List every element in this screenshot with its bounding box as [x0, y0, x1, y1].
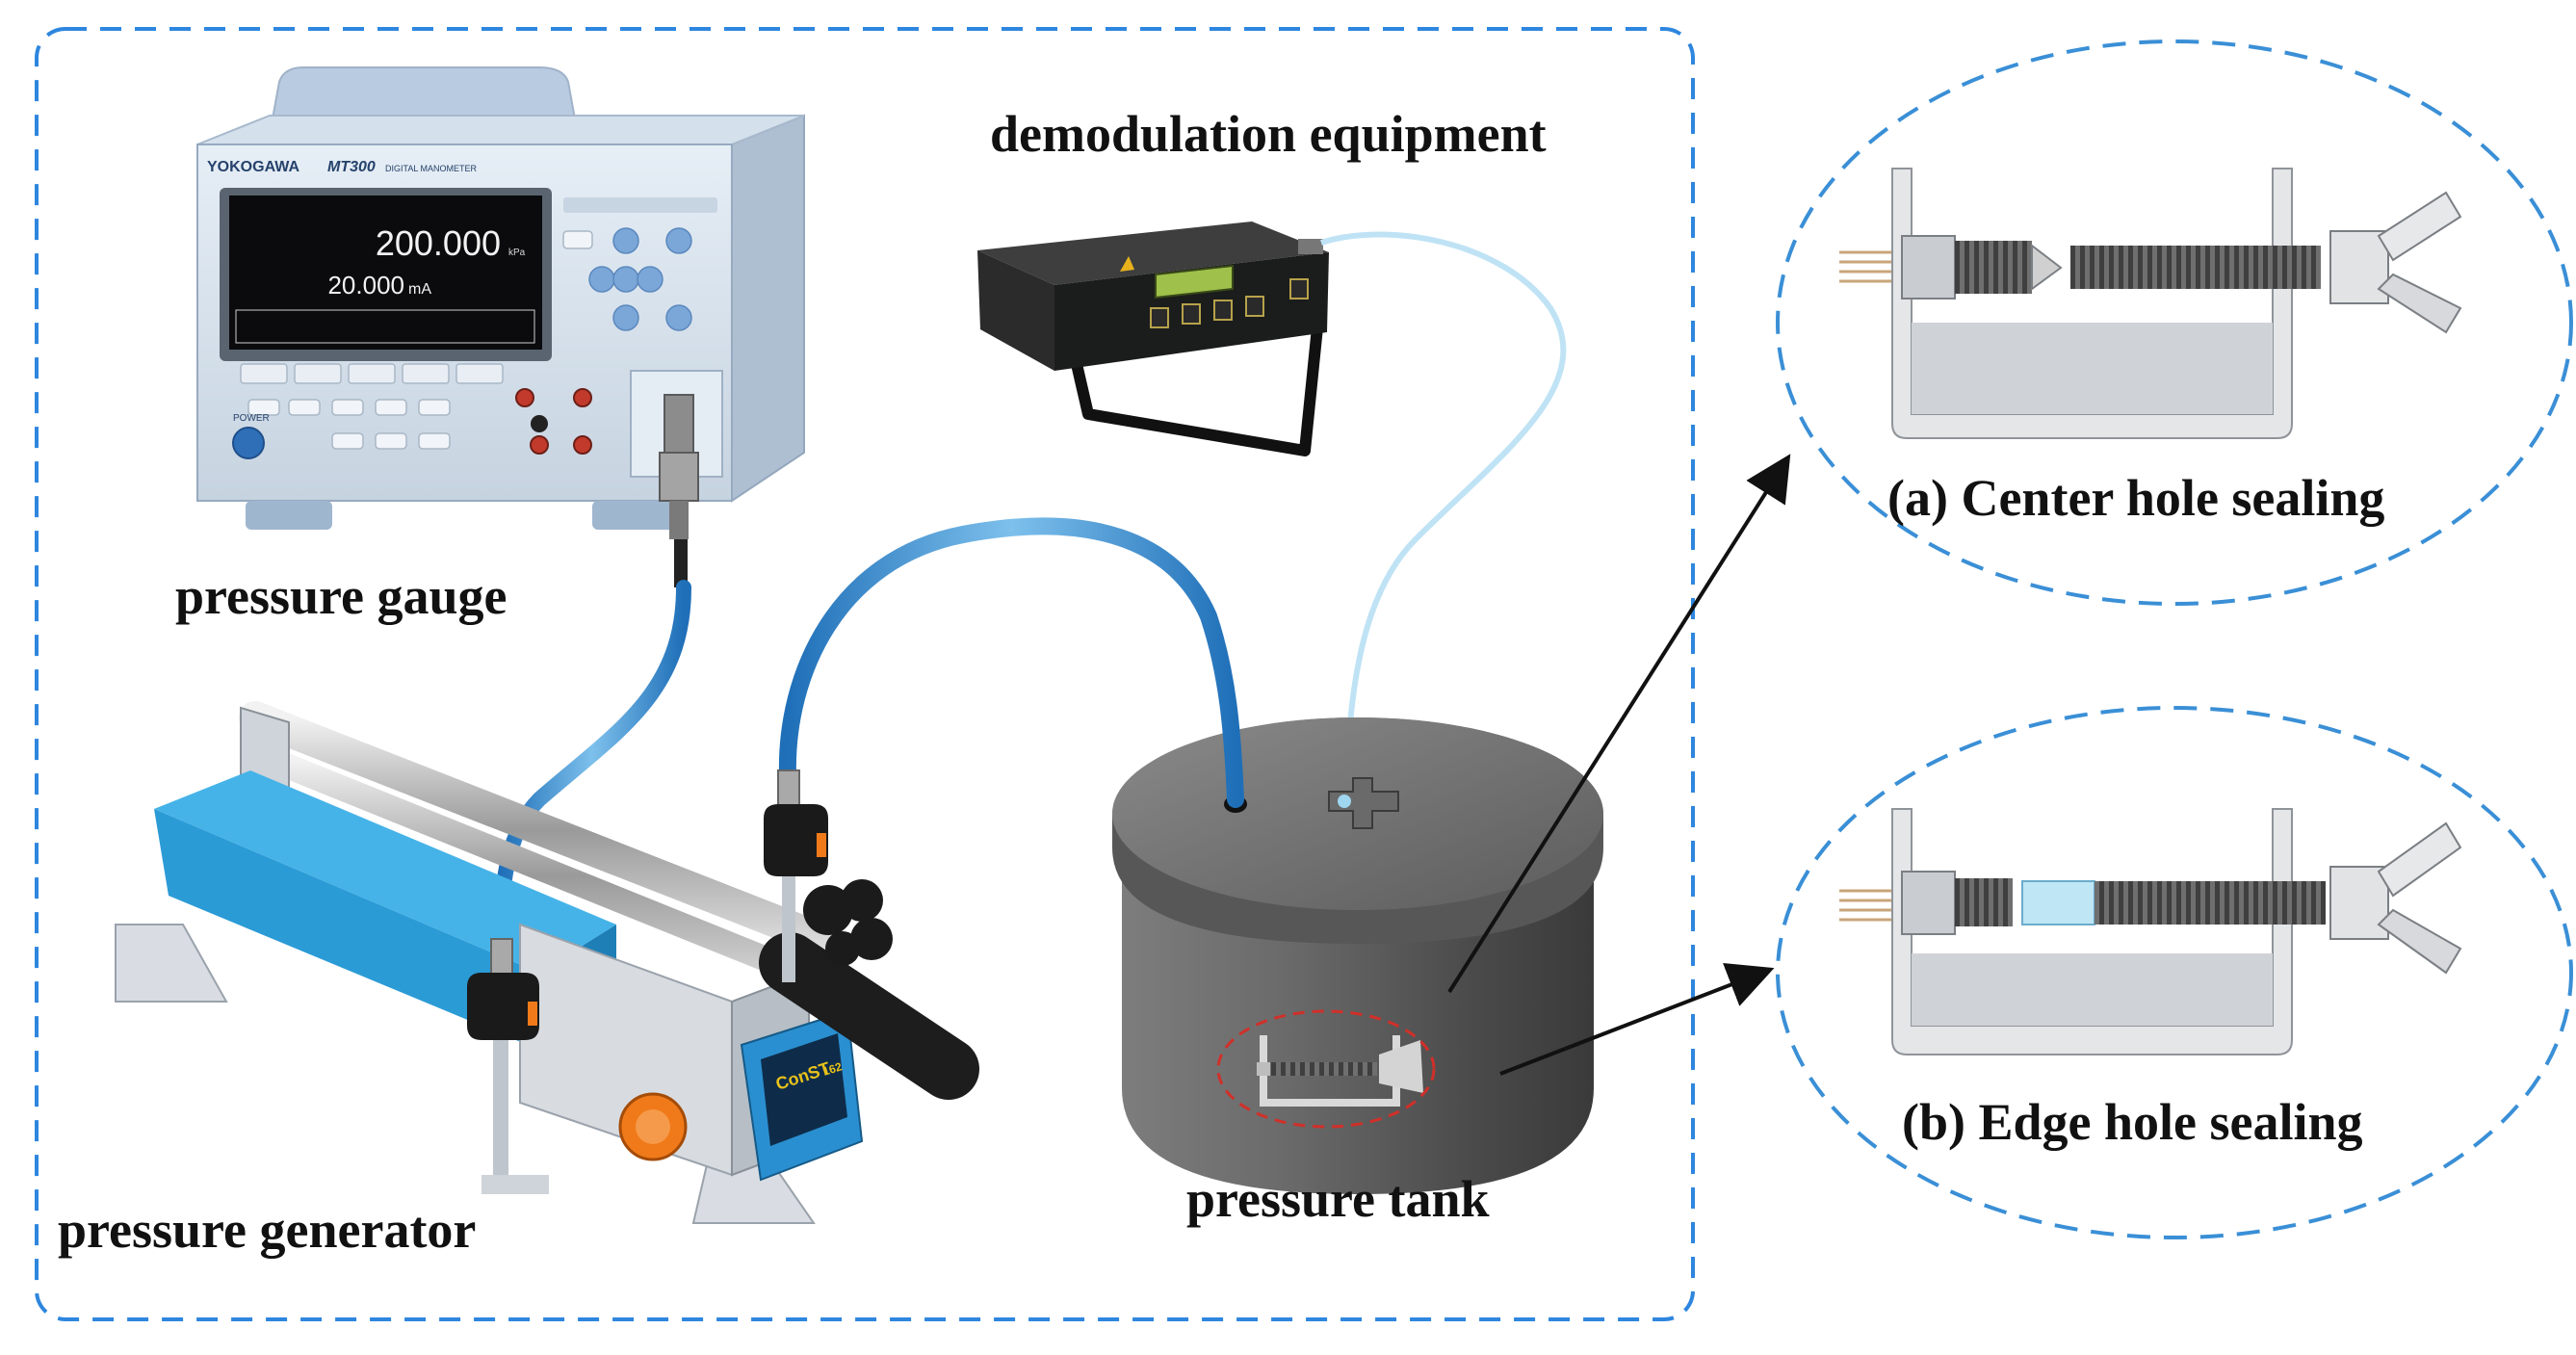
- tank-clamp-icon: [1257, 1035, 1423, 1107]
- optical-fiber-line: [1320, 231, 1567, 800]
- sealing-clamp-icon-edge: [1839, 808, 2462, 1055]
- gauge-power-label: POWER: [233, 413, 270, 424]
- tank-detail-highlight: [1216, 1009, 1436, 1129]
- arrow-to-center-detail: [1447, 454, 1791, 994]
- gauge-brand: YOKOGAWA: [207, 159, 299, 175]
- label-pressure-gauge: pressure gauge: [175, 567, 507, 625]
- label-pressure-generator: pressure generator: [58, 1201, 477, 1259]
- gauge-subtitle: DIGITAL MANOMETER: [385, 164, 478, 173]
- generator-to-tank-tube: [778, 517, 1244, 808]
- sealing-clamp-icon-center: [1839, 168, 2462, 439]
- label-demodulation-equipment: demodulation equipment: [990, 105, 1547, 163]
- gauge-reading-primary-unit: kPa: [508, 248, 526, 258]
- edge-sealing-detail-frame: [1776, 706, 2573, 1239]
- label-center-hole-sealing: (a) Center hole sealing: [1887, 469, 2385, 527]
- arrow-to-edge-detail: [1499, 963, 1775, 1076]
- gauge-reading-secondary: 20.000: [327, 271, 404, 300]
- hand-pump-icon: ConST 162: [115, 701, 979, 1224]
- gauge-reading-primary: 200.000: [376, 223, 501, 263]
- label-pressure-tank: pressure tank: [1186, 1170, 1490, 1228]
- generator-model: 162: [821, 1059, 845, 1079]
- pressure-gauge-icon: YOKOGAWA MT300 DIGITAL MANOMETER 200.000…: [196, 66, 805, 587]
- demodulator-device-icon: [977, 221, 1329, 456]
- center-sealing-detail-frame: [1776, 39, 2573, 606]
- setup-frame: [35, 27, 1695, 1321]
- pressure-tank-icon: [1112, 717, 1603, 1194]
- label-edge-hole-sealing: (b) Edge hole sealing: [1902, 1093, 2363, 1151]
- gauge-reading-secondary-unit: mA: [408, 281, 431, 298]
- gauge-model: MT300: [327, 159, 376, 175]
